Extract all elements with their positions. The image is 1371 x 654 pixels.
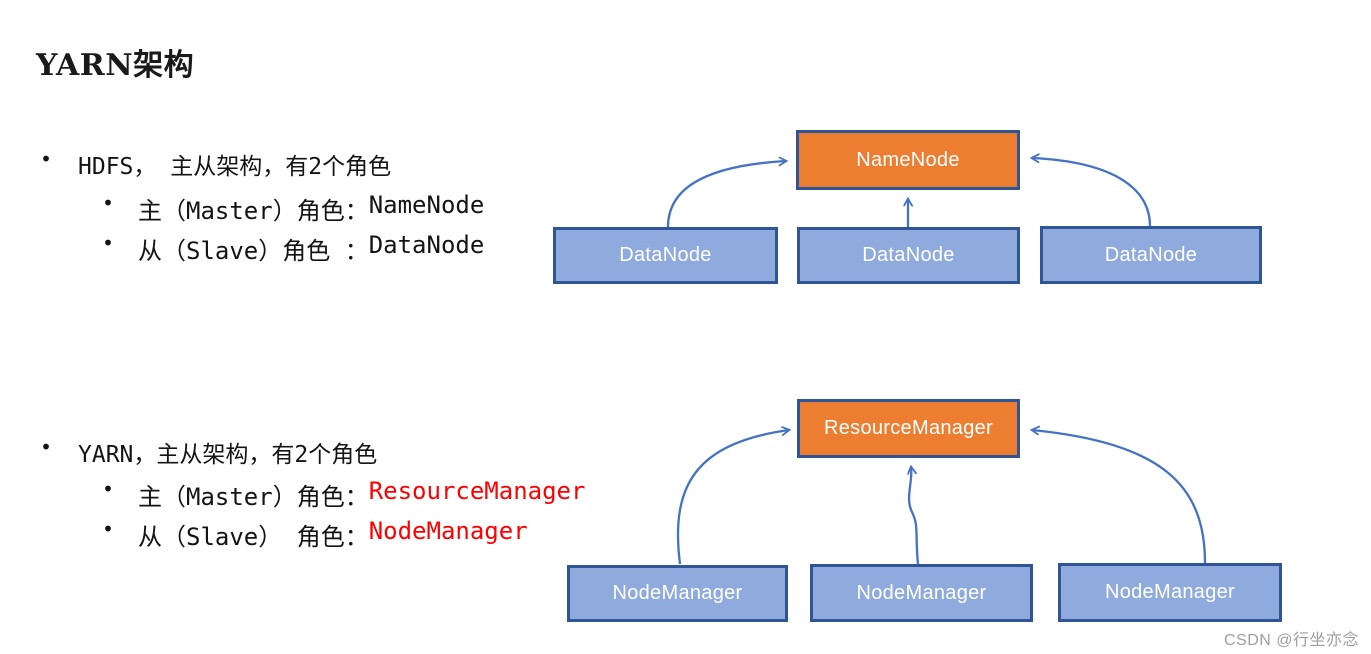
nodemanager-label: NodeManager xyxy=(612,582,743,604)
namenode-label: NameNode xyxy=(856,148,960,171)
role-prefix: 主（Master）角色： xyxy=(138,197,369,225)
bullet-hdfs-text: HDFS， 主从架构，有2个角色 xyxy=(78,154,392,180)
bullet-yarn: • YARN，主从架构，有2个角色 xyxy=(40,435,377,469)
datanode-box-1: DataNode xyxy=(553,227,778,284)
datanode-box-2: DataNode xyxy=(797,227,1020,284)
datanode-label: DataNode xyxy=(1104,243,1198,266)
arrow-nodemanager2-resourcemanager xyxy=(909,467,920,565)
datanode-label: DataNode xyxy=(862,244,955,266)
role-prefix: 从（Slave） 角色： xyxy=(138,523,369,551)
bullet-dot: • xyxy=(40,147,53,171)
nodemanager-box-3: NodeManager xyxy=(1058,563,1282,622)
role-value: ResourceManager xyxy=(368,477,586,505)
page-title: YARN架构 xyxy=(36,48,195,83)
bullet-dot: • xyxy=(102,191,115,215)
role-value: NameNode xyxy=(368,191,485,219)
role-prefix: 主（Master）角色： xyxy=(138,483,369,511)
nodemanager-box-1: NodeManager xyxy=(567,565,788,622)
nodemanager-label: NodeManager xyxy=(1104,581,1236,603)
bullet-hdfs-slave: • 从（Slave）角色 ：DataNode xyxy=(102,231,484,266)
csdn-watermark: CSDN @行坐亦念 xyxy=(1223,632,1359,649)
arrow-nodemanager3-resourcemanager xyxy=(1032,430,1207,564)
nodemanager-box-2: NodeManager xyxy=(810,564,1033,622)
role-value: DataNode xyxy=(368,231,485,259)
bullet-hdfs-master: • 主（Master）角色：NameNode xyxy=(102,191,484,226)
arrow-nodemanager1-resourcemanager xyxy=(676,430,789,565)
bullet-yarn-text: YARN，主从架构，有2个角色 xyxy=(78,442,378,468)
bullet-yarn-master: • 主（Master）角色：ResourceManager xyxy=(102,477,585,512)
bullet-dot: • xyxy=(40,435,53,459)
arrow-datanode1-namenode xyxy=(666,161,786,228)
resourcemanager-box: ResourceManager xyxy=(797,399,1020,458)
arrow-datanode3-namenode xyxy=(1032,158,1152,227)
datanode-label: DataNode xyxy=(619,244,712,266)
bullet-dot: • xyxy=(102,517,115,541)
nodemanager-label: NodeManager xyxy=(856,581,987,604)
resourcemanager-label: ResourceManager xyxy=(823,417,994,439)
role-prefix: 从（Slave）角色 ： xyxy=(138,237,369,265)
bullet-yarn-slave: • 从（Slave） 角色：NodeManager xyxy=(102,517,528,552)
bullet-dot: • xyxy=(102,477,115,501)
datanode-box-3: DataNode xyxy=(1040,226,1262,284)
bullet-hdfs: • HDFS， 主从架构，有2个角色 xyxy=(40,147,391,181)
namenode-box: NameNode xyxy=(796,130,1020,190)
role-value: NodeManager xyxy=(368,517,528,545)
bullet-dot: • xyxy=(102,231,115,255)
